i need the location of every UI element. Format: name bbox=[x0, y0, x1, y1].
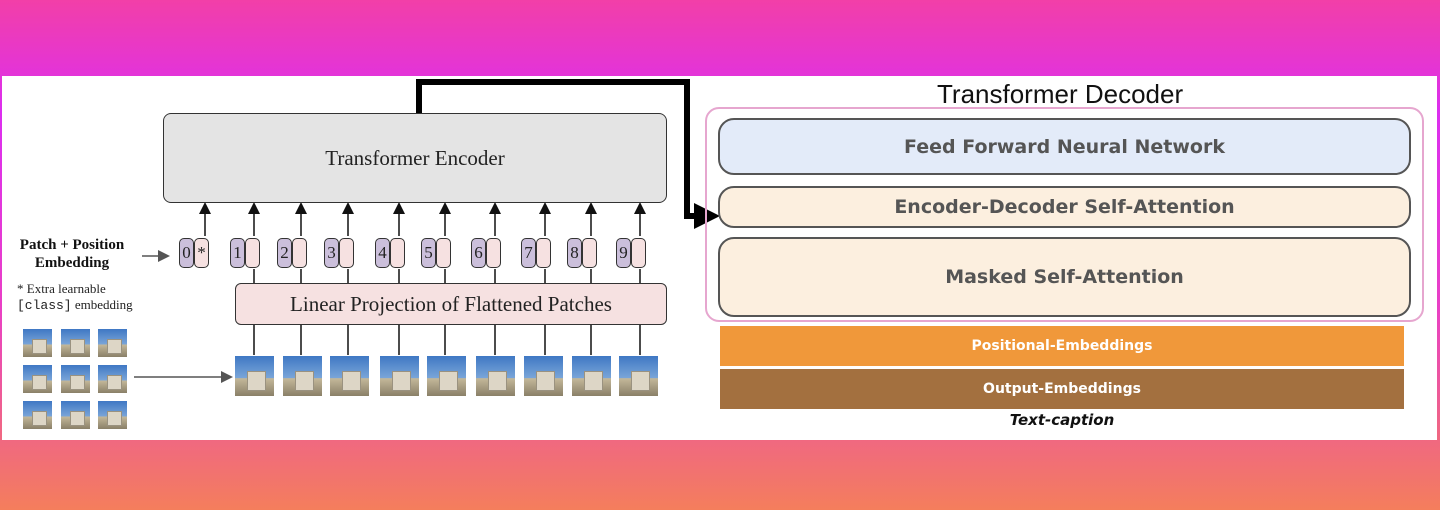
extra-note-line2: [class] embedding bbox=[17, 297, 133, 314]
positional-embeddings-bar: Positional-Embeddings bbox=[720, 326, 1404, 366]
class-token-marker: * bbox=[194, 238, 209, 268]
token-7: 7 bbox=[521, 238, 552, 268]
token-number: 5 bbox=[421, 238, 436, 268]
text-caption-label: Text-caption bbox=[1009, 411, 1115, 429]
transformer-decoder-title: Transformer Decoder bbox=[937, 79, 1184, 109]
linear-projection-box: Linear Projection of Flattened Patches bbox=[235, 283, 667, 325]
image-patch bbox=[524, 356, 563, 396]
image-patch bbox=[380, 356, 419, 396]
image-patch bbox=[23, 329, 52, 357]
image-patch bbox=[23, 365, 52, 393]
image-patch bbox=[283, 356, 322, 396]
image-patch bbox=[61, 365, 90, 393]
position-embedding bbox=[245, 238, 260, 268]
transformer-encoder-box: Transformer Encoder bbox=[163, 113, 667, 203]
position-embedding bbox=[631, 238, 646, 268]
patch-label-line2: Embedding bbox=[34, 255, 110, 271]
token-arrows bbox=[199, 202, 646, 236]
image-patch bbox=[619, 356, 658, 396]
token-number: 2 bbox=[277, 238, 292, 268]
token-number: 8 bbox=[567, 238, 582, 268]
position-embedding bbox=[486, 238, 501, 268]
position-embedding bbox=[436, 238, 451, 268]
image-patch bbox=[572, 356, 611, 396]
token-2: 2 bbox=[277, 238, 308, 268]
image-patch bbox=[61, 401, 90, 429]
patch-position-embedding-label: Patch + Position Embedding bbox=[8, 236, 136, 272]
diagram-card: Transformer Encoder 0 * 1 2 3 4 5 6 7 8 … bbox=[2, 76, 1437, 440]
image-patch bbox=[98, 365, 127, 393]
token-4: 4 bbox=[375, 238, 406, 268]
token-3: 3 bbox=[324, 238, 355, 268]
image-patch bbox=[427, 356, 466, 396]
extra-note-suffix: embedding bbox=[71, 297, 133, 312]
token-8: 8 bbox=[567, 238, 598, 268]
token-number: 6 bbox=[471, 238, 486, 268]
image-patch bbox=[61, 329, 90, 357]
position-embedding bbox=[582, 238, 597, 268]
token-number: 9 bbox=[616, 238, 631, 268]
token-number: 0 bbox=[179, 238, 194, 268]
position-embedding bbox=[536, 238, 551, 268]
token-1: 1 bbox=[230, 238, 261, 268]
token-5: 5 bbox=[421, 238, 452, 268]
token-number: 7 bbox=[521, 238, 536, 268]
image-patch bbox=[235, 356, 274, 396]
image-patch bbox=[476, 356, 515, 396]
image-patch bbox=[98, 401, 127, 429]
class-code: [class] bbox=[17, 298, 72, 313]
encoder-decoder-attention-layer: Encoder-Decoder Self-Attention bbox=[718, 186, 1411, 228]
masked-self-attention-layer: Masked Self-Attention bbox=[718, 237, 1411, 317]
image-patch bbox=[23, 401, 52, 429]
image-patch bbox=[98, 329, 127, 357]
feed-forward-layer: Feed Forward Neural Network bbox=[718, 118, 1411, 175]
decoder-frame bbox=[705, 107, 1424, 322]
position-embedding bbox=[292, 238, 307, 268]
extra-note-line1: * Extra learnable bbox=[17, 281, 106, 296]
token-0: 0 * bbox=[179, 238, 210, 268]
token-9: 9 bbox=[616, 238, 647, 268]
token-number: 3 bbox=[324, 238, 339, 268]
extra-learnable-note: * Extra learnable [class] embedding bbox=[17, 281, 133, 314]
position-embedding bbox=[390, 238, 405, 268]
output-embeddings-bar: Output-Embeddings bbox=[720, 369, 1404, 409]
patch-label-line1: Patch + Position bbox=[19, 237, 125, 253]
position-embedding bbox=[339, 238, 354, 268]
token-6: 6 bbox=[471, 238, 502, 268]
image-patch bbox=[330, 356, 369, 396]
token-number: 1 bbox=[230, 238, 245, 268]
token-number: 4 bbox=[375, 238, 390, 268]
